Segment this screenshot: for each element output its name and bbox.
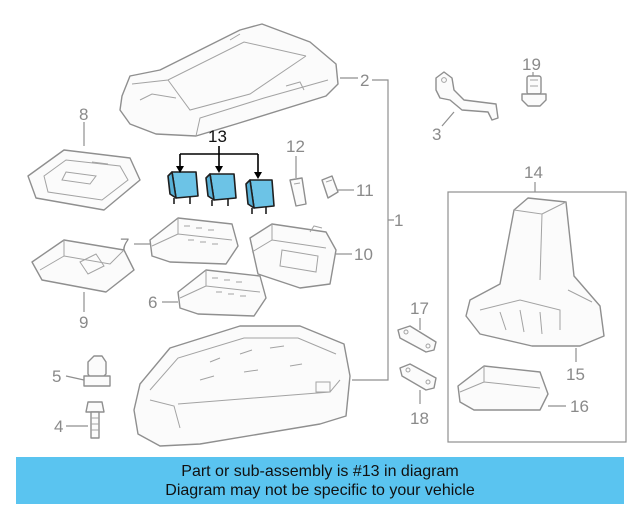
callout-2: 2 <box>360 71 369 90</box>
callout-11: 11 <box>356 181 374 200</box>
part-9-block[interactable] <box>31 239 135 293</box>
part-12-fuse[interactable] <box>289 177 307 207</box>
info-banner: Part or sub-assembly is #13 in diagram D… <box>16 457 624 504</box>
callout-14: 14 <box>524 163 543 182</box>
part-19-bolt[interactable] <box>521 75 547 107</box>
part-17-clip[interactable] <box>397 325 437 353</box>
callout-19: 19 <box>522 55 541 74</box>
banner-line-2: Diagram may not be specific to your vehi… <box>165 481 475 499</box>
parts-diagram: 1 2 3 4 5 6 7 8 9 10 11 12 13 14 15 16 1… <box>27 23 627 447</box>
callout-4: 4 <box>54 417 63 436</box>
callout-18: 18 <box>410 409 429 428</box>
relay-3[interactable] <box>245 179 275 214</box>
callout-16: 16 <box>570 397 589 416</box>
part-14-frame <box>447 191 627 443</box>
part-16-tray[interactable] <box>457 365 549 411</box>
part-7-block[interactable] <box>149 217 239 265</box>
part-3-bracket[interactable] <box>435 71 499 121</box>
callout-17: 17 <box>410 299 429 318</box>
part-15-junction-block[interactable] <box>465 197 605 347</box>
part-11-fuse[interactable] <box>321 175 339 199</box>
part-8-plate[interactable] <box>27 149 141 211</box>
part-13-relays[interactable] <box>167 146 275 214</box>
part-2-cover[interactable] <box>119 23 339 137</box>
callout-1: 1 <box>394 211 403 230</box>
part-1-fuse-box[interactable] <box>133 325 351 447</box>
callout-10: 10 <box>354 245 373 264</box>
callout-3: 3 <box>432 125 441 144</box>
part-18-clip[interactable] <box>399 363 437 391</box>
leader-lines <box>65 72 577 427</box>
relay-2[interactable] <box>205 173 237 206</box>
part-5-grommet[interactable] <box>83 355 111 387</box>
relay-1[interactable] <box>167 171 199 204</box>
callout-13: 13 <box>208 127 227 146</box>
callout-15: 15 <box>566 365 585 384</box>
callout-7: 7 <box>120 235 129 254</box>
callout-9: 9 <box>79 313 88 332</box>
part-6-block[interactable] <box>177 269 267 317</box>
callout-8: 8 <box>79 105 88 124</box>
callout-6: 6 <box>148 293 157 312</box>
callout-12: 12 <box>286 137 305 156</box>
part-10-connector[interactable] <box>249 223 337 289</box>
callout-5: 5 <box>52 367 61 386</box>
banner-line-1: Part or sub-assembly is #13 in diagram <box>181 462 459 480</box>
part-4-bolt[interactable] <box>85 401 105 439</box>
